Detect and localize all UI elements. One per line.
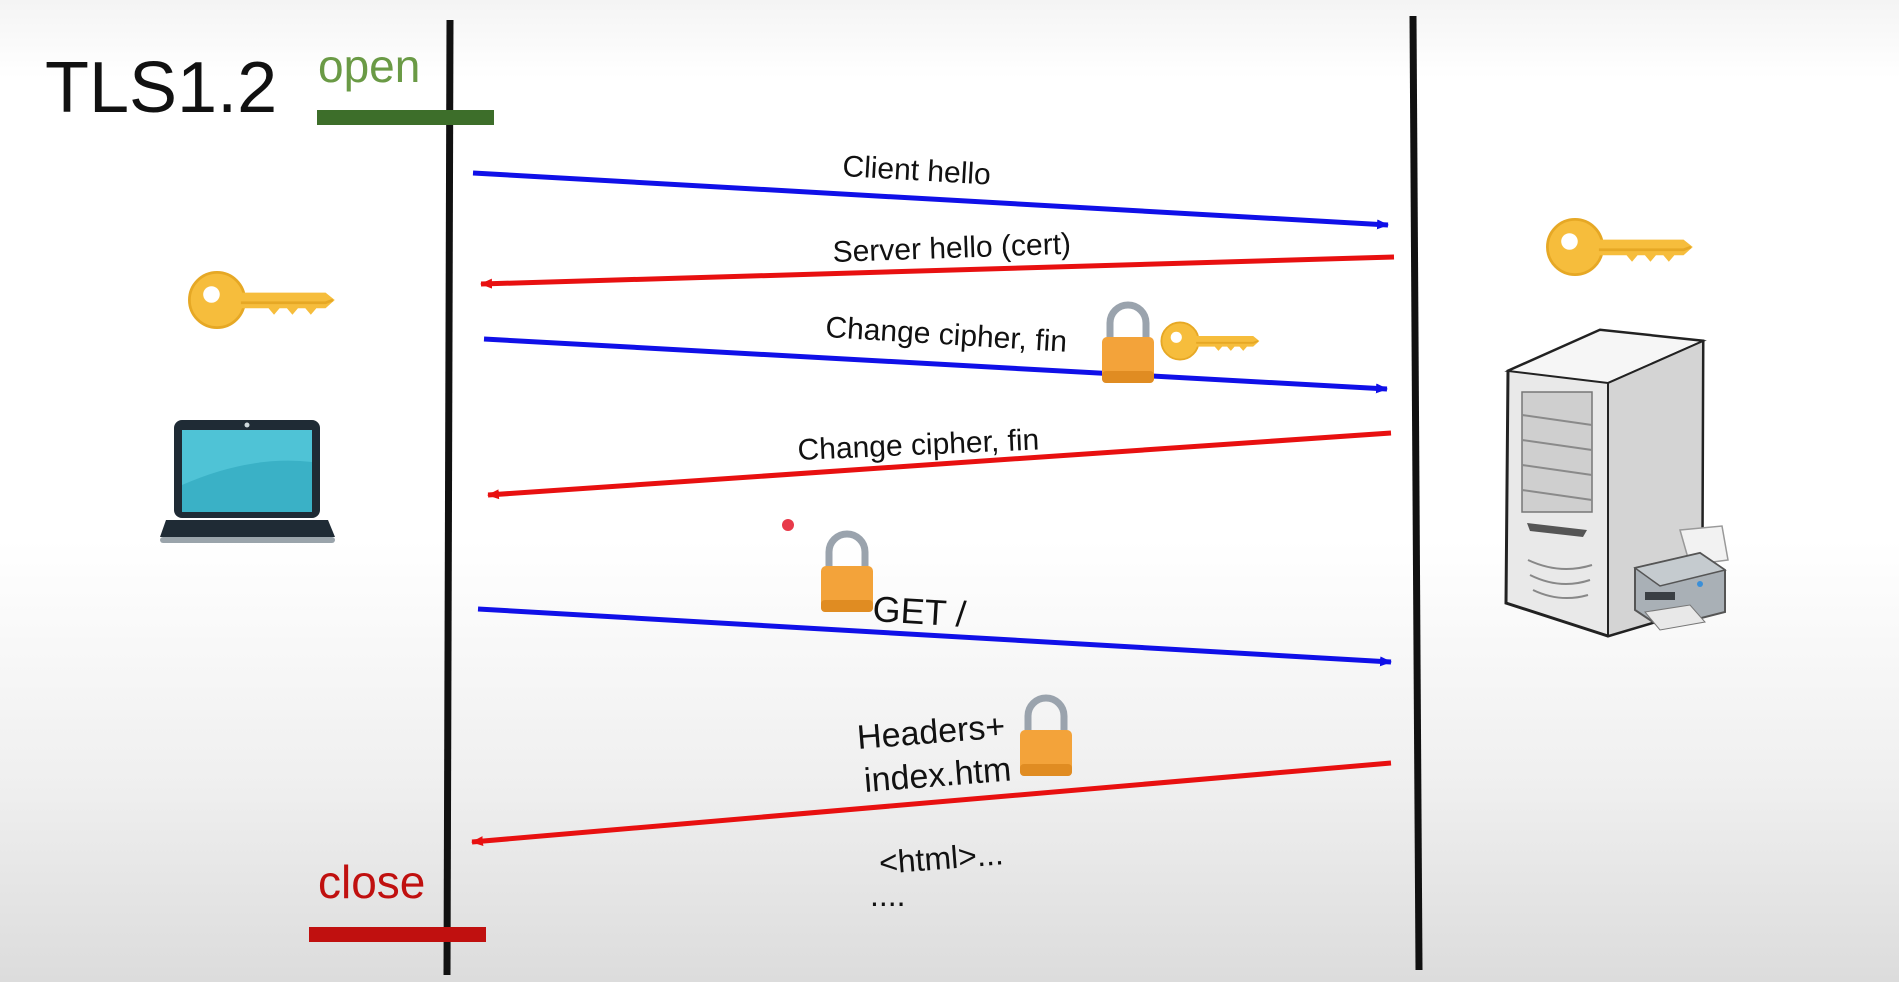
message-label-get: GET / (872, 588, 968, 635)
message-label-response-line1: Headers+ (856, 707, 1007, 757)
close-bar (309, 927, 486, 942)
arrow-get-request (477, 606, 1392, 667)
cipher-padlock-icon (1102, 305, 1154, 383)
message-label-client-change-cipher: Change cipher, fin (825, 311, 1068, 359)
printer-icon (1633, 525, 1729, 631)
server-tower-icon (1504, 328, 1707, 638)
close-label: close (318, 856, 425, 908)
response-padlock-icon (1020, 698, 1072, 776)
arrow-client-hello (472, 170, 1389, 230)
arrow-response (471, 760, 1392, 847)
get-padlock-icon (821, 534, 873, 612)
body-preview-line2: .... (870, 877, 906, 913)
pointer-dot (782, 519, 794, 531)
arrow-server-hello (480, 254, 1395, 289)
client-lifeline (443, 19, 454, 976)
page-title: TLS1.2 (45, 48, 277, 128)
arrow-client-change-cipher (483, 336, 1388, 394)
laptop-icon (160, 420, 335, 543)
server-lifeline (1409, 15, 1423, 971)
open-label: open (318, 40, 420, 92)
message-label-server-hello: Server hello (cert) (832, 228, 1071, 269)
open-bar (317, 110, 494, 125)
cipher-key-icon (1160, 321, 1261, 361)
message-label-response-line2: index.htm (863, 751, 1013, 800)
arrow-server-change-cipher (487, 430, 1392, 500)
body-preview-line1: <html>... (878, 835, 1005, 881)
message-label-client-hello: Client hello (842, 150, 992, 191)
client-key-icon (188, 271, 337, 329)
server-key-icon (1546, 218, 1695, 276)
